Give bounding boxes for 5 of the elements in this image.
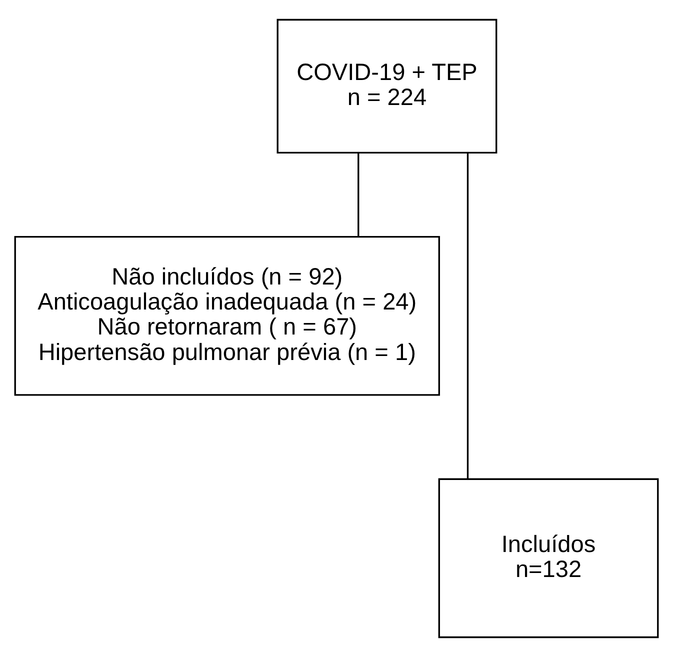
node-box: Incluídos n=132: [438, 478, 659, 638]
connector: [358, 153, 360, 236]
connector: [466, 152, 469, 478]
node-box: Não incluídos (n = 92) Anticoagulação inadequada (n = 24) Não retornaram ( n = 67) Hipertensão pulmonar prévia (n = 1): [14, 236, 440, 396]
node-box: COVID-19 + TEP n = 224: [276, 18, 498, 154]
